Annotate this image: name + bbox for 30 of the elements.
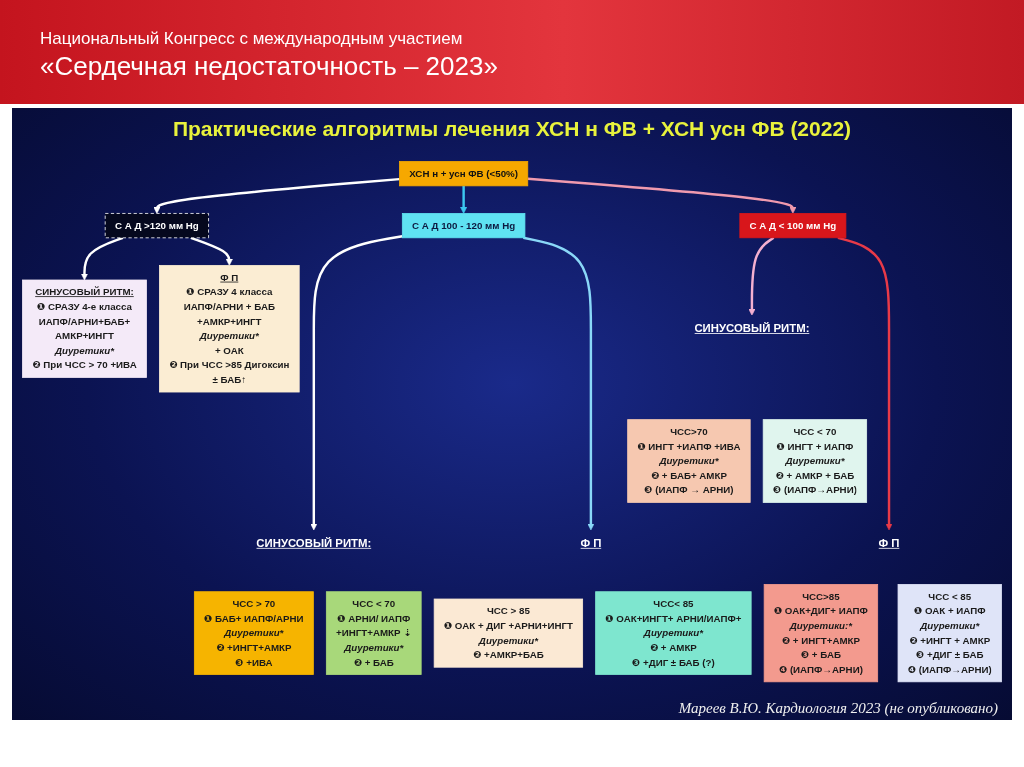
arrow (523, 236, 595, 531)
header-title: «Сердечная недостаточность – 2023» (40, 50, 498, 82)
heading-text: Ф П (878, 536, 900, 550)
header-text: Национальный Конгресс с международным участием (40, 28, 464, 50)
heading-text: Ф П (580, 536, 602, 550)
process-box: ЧСС < 70 ❶ ИНГТ + ИАПФ Диуретики* ❷ + АМКР + БАБ ❸ (ИАПФ→АРНИ) (762, 419, 868, 504)
arrow (460, 186, 468, 215)
heading-text: СИНУСОВЫЙ РИТМ: (256, 536, 372, 550)
process-box: ЧСС < 70 ❶ АРНИ/ ИАПФ +ИНГТ+АМКР ⇣ Диуретики* ❷ + БАБ (325, 591, 422, 676)
process-box: С А Д >120 мм Hg (104, 213, 209, 239)
process-box: Ф П ❶ СРАЗУ 4 класса ИАПФ/АРНИ + БАБ +АМКР+ИНГТ Диуретики* + ОАК ❷ При ЧСС >85 Дигоксин ± БАБ↑ (159, 265, 300, 393)
process-box: С А Д < 100 мм Hg (739, 213, 847, 239)
process-box: ЧСС>85 ❶ ОАК+ДИГ+ ИАПФ Диуретики:* ❷ + ИНГТ+АМКР ❸ + БАБ ❹ (ИАПФ→АРНИ) (763, 584, 879, 683)
process-box: С А Д 100 - 120 мм Hg (401, 213, 526, 239)
arrow (310, 235, 403, 531)
arrow (190, 237, 233, 267)
arrow (153, 178, 400, 215)
process-box: ЧСС > 70 ❶ БАБ+ ИАПФ/АРНИ Диуретики* ❷ +ИНГТ+АМКР ❸ +ИВА (193, 591, 314, 676)
process-box: СИНУСОВЫЙ РИТМ: ❶ СРАЗУ 4-е класса ИАПФ/АРНИ+БАБ+ АМКР+ИНГТ Диуретики* ❷ При ЧСС > 70 +ИВА (22, 279, 147, 379)
slide-title: Практические алгоритмы лечения ХСН н ФВ + ХСН усн ФВ (2022) (171, 116, 853, 142)
arrow (527, 177, 797, 215)
heading-text: СИНУСОВЫЙ РИТМ: (694, 322, 810, 336)
source-caption: Мареев В.Ю. Кардиология 2023 (не опубликовано) (678, 700, 998, 717)
arrow (748, 237, 775, 316)
arrow (80, 237, 124, 281)
process-box: ЧСС>70 ❶ ИНГТ +ИАПФ +ИВА Диуретики* ❷ + БАБ+ АМКР ❸ (ИАПФ → АРНИ) (627, 419, 751, 504)
process-box: ЧСС < 85 ❶ ОАК + ИАПФ Диуретики* ❷ +ИНГТ + АМКР ❸ +ДИГ ± БАБ ❹ (ИАПФ→АРНИ) (897, 584, 1002, 683)
process-box: ХСН н + усн ФВ (<50%) (399, 161, 529, 187)
process-box: ЧСС > 85 ❶ ОАК + ДИГ +АРНИ+ИНГТ Диуретики* ❷ +АМКР+БАБ (433, 598, 584, 668)
process-box: ЧСС< 85 ❶ ОАК+ИНГТ+ АРНИ/ИАПФ+ Диуретики* ❷ + АМКР ❸ +ДИГ ± БАБ (?) (595, 591, 752, 676)
